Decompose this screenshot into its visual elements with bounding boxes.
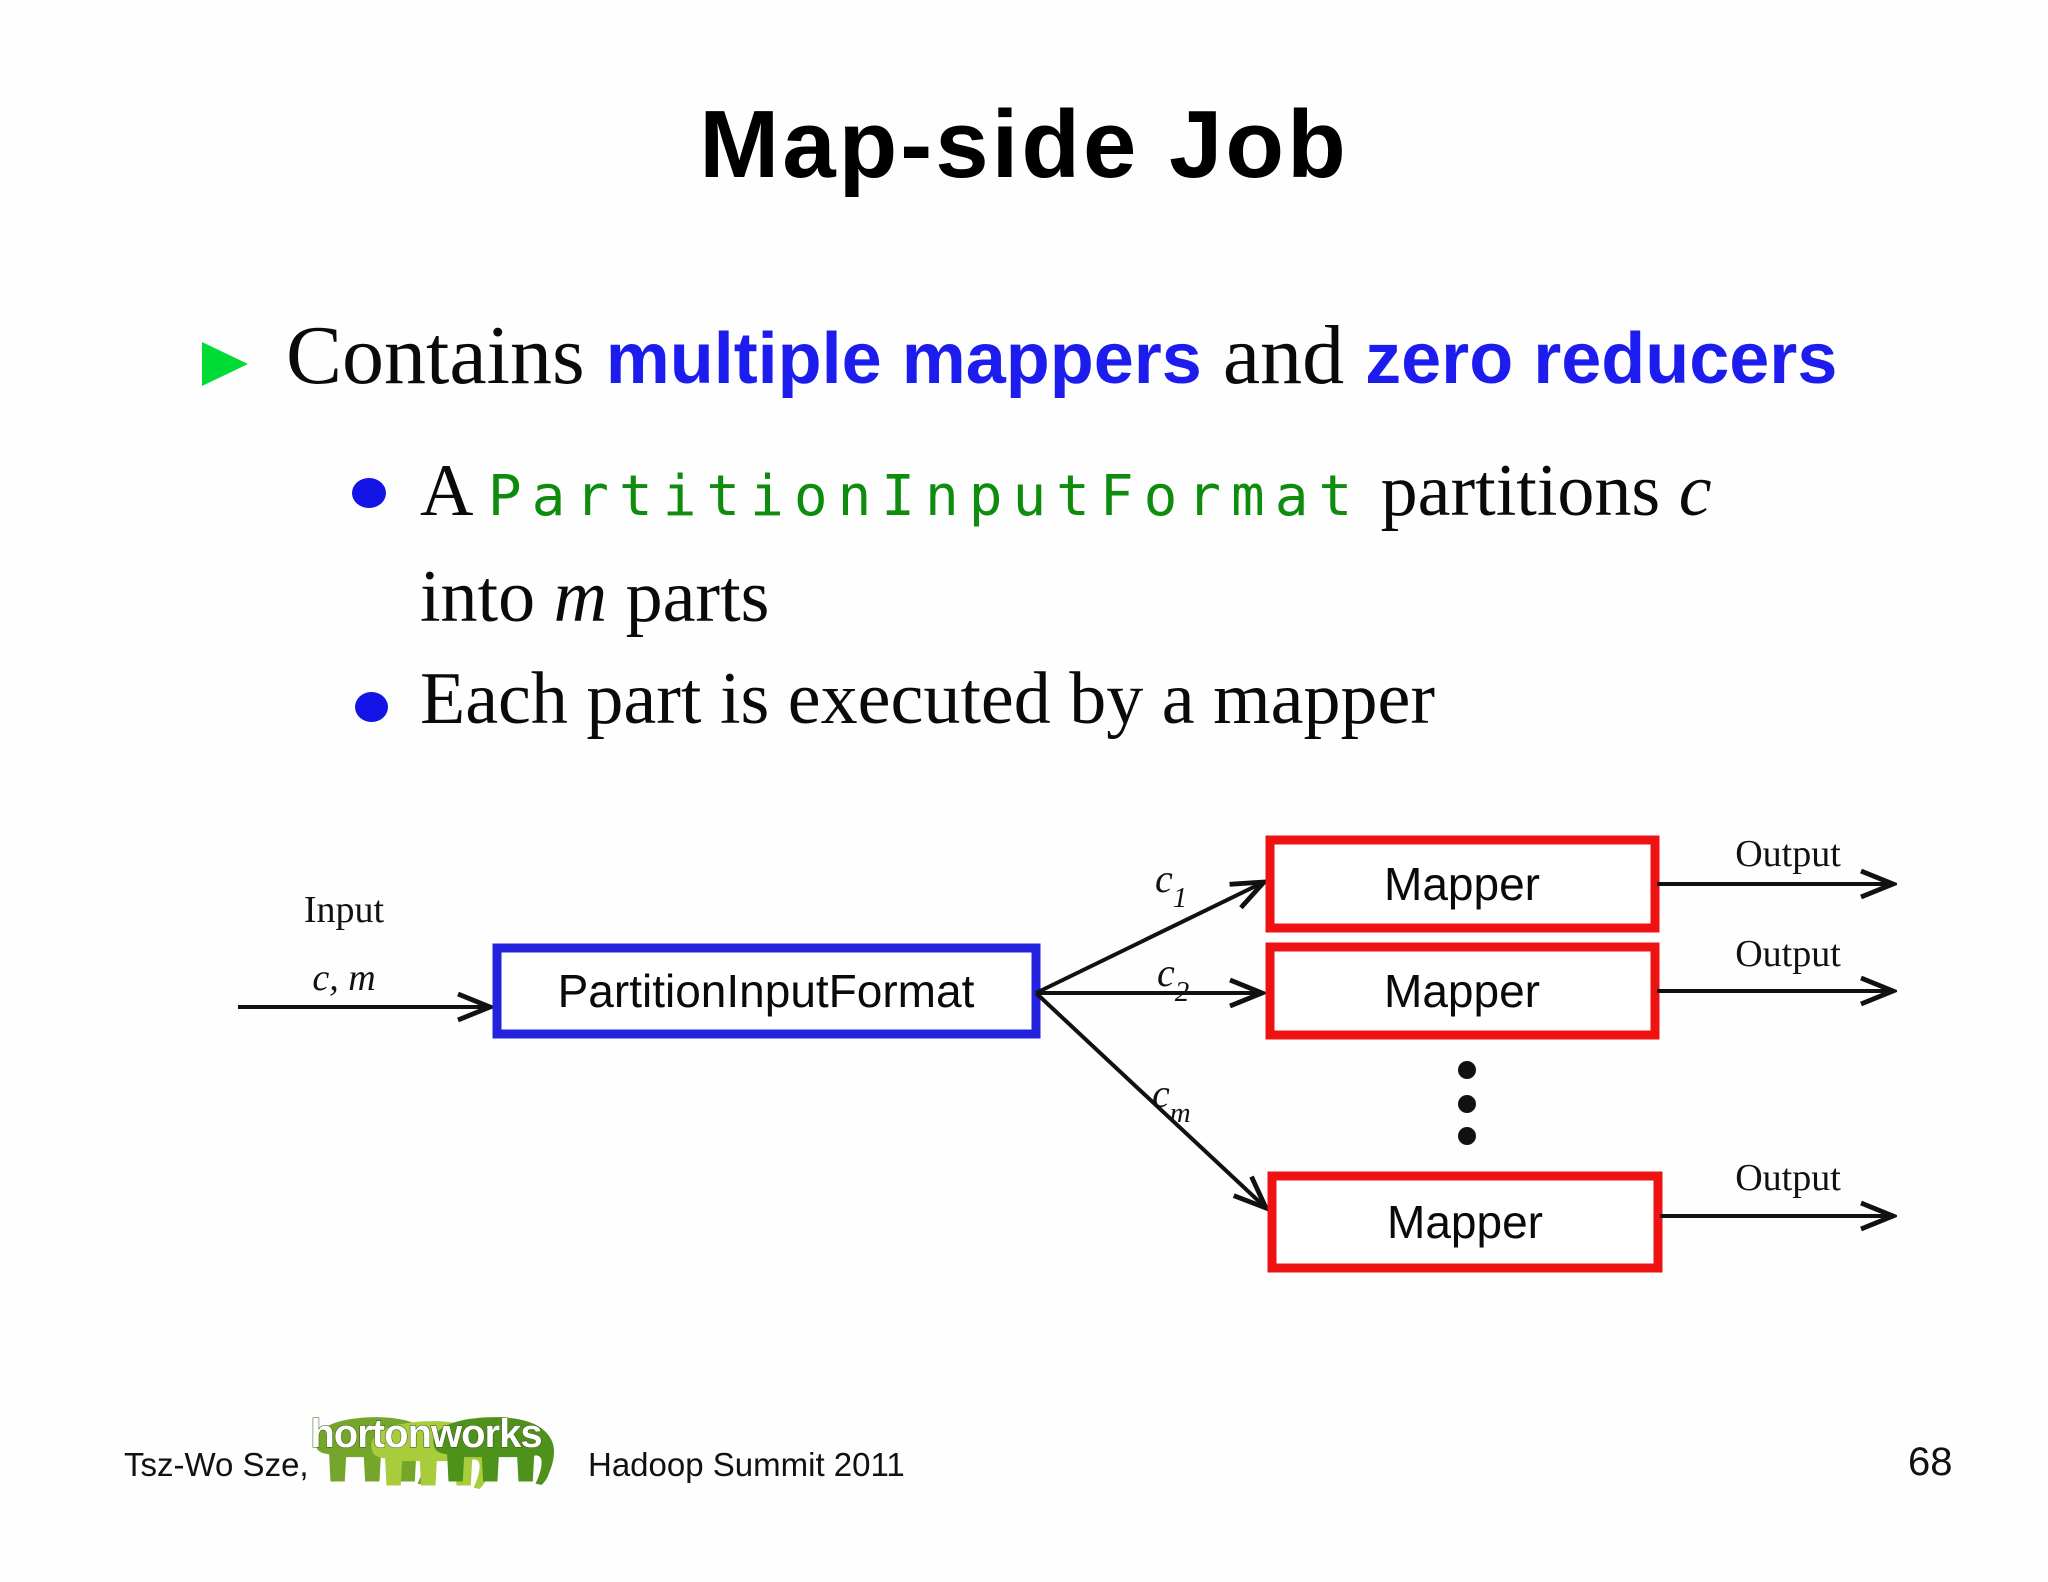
input-args-label: c, m (312, 957, 375, 999)
circle-bullet-icon (352, 478, 386, 508)
sub-bullet-1: A PartitionInputFormat partitions c into… (420, 441, 1712, 648)
mapper-box-3 (1267, 1171, 1663, 1273)
mapper-box-1 (1265, 835, 1660, 933)
input-label: Input (304, 889, 385, 931)
output-label-3: Output (1735, 1157, 1841, 1199)
edge-label-cm: cm (1152, 1071, 1191, 1129)
edge-arrow-cm (1034, 991, 1266, 1208)
sub-bullet-2: Each part is executed by a mapper (420, 658, 1435, 740)
main-bullet-line: Contains multiple mappers and zero reduc… (286, 309, 1986, 402)
footer-author: Tsz-Wo Sze, (124, 1446, 309, 1483)
main-bullet-pre: Contains (286, 309, 606, 402)
output-label-1: Output (1735, 833, 1841, 875)
sub-bullet-1-line-2: into m parts (420, 547, 1712, 648)
ellipsis-dot (1458, 1061, 1476, 1079)
sub1-code: PartitionInputFormat (487, 464, 1363, 529)
dataflow-diagram: Input c, m PartitionInputFormat c1 c2 cm… (238, 833, 2048, 1273)
sub1-line2-post: parts (607, 556, 770, 638)
hortonworks-logo: hortonworks (310, 1412, 555, 1489)
edge-arrow-c1 (1035, 882, 1264, 995)
sub1-pre: A (420, 450, 488, 532)
triangle-bullet-icon (202, 342, 248, 386)
edge-label-c2: c2 (1157, 950, 1189, 1008)
sub1-line2-pre: into (420, 556, 554, 638)
footer-event: Hadoop Summit 2011 (588, 1446, 905, 1483)
main-bullet-strong-2: zero reducers (1365, 319, 1838, 399)
slide-title: Map-side Job (699, 91, 1349, 198)
circle-bullet-icon (355, 692, 388, 722)
partition-box-label: PartitionInputFormat (558, 965, 975, 1017)
main-bullet-mid: and (1201, 309, 1366, 402)
mapper-label-2: Mapper (1384, 965, 1540, 1017)
ellipsis-dot (1458, 1095, 1476, 1113)
sub1-mid: partitions (1362, 450, 1679, 532)
mapper-box-2 (1265, 942, 1660, 1040)
output-label-2: Output (1735, 933, 1841, 975)
mapper-label-3: Mapper (1387, 1196, 1543, 1248)
main-bullet-strong-1: multiple mappers (605, 319, 1202, 399)
edge-label-c1: c1 (1155, 856, 1187, 914)
mapper-label-1: Mapper (1384, 858, 1540, 910)
sub1-var-m: m (553, 556, 608, 638)
page-number: 68 (1908, 1440, 1953, 1484)
ellipsis-dot (1458, 1127, 1476, 1145)
sub1-var-c: c (1678, 450, 1712, 532)
sub-bullet-1-line-1: A PartitionInputFormat partitions c (420, 441, 1712, 547)
logo-wordmark: hortonworks (310, 1412, 541, 1456)
